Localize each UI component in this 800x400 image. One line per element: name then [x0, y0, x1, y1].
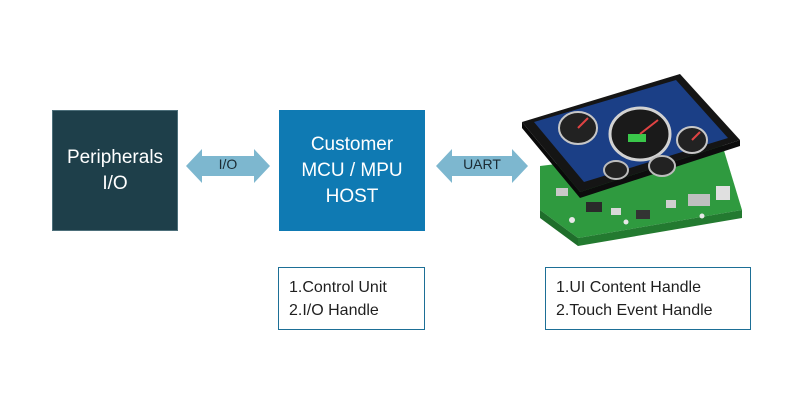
host-label-line1: Customer: [310, 133, 394, 155]
io-double-arrow: [186, 149, 270, 183]
peripherals-label-line2: I/O: [102, 172, 128, 194]
host-label-line3: HOST: [325, 185, 379, 207]
uart-arrow-label: UART: [463, 156, 501, 172]
uart-double-arrow: [436, 149, 528, 183]
display-note-item: 2.Touch Event Handle: [556, 302, 713, 319]
io-arrow-label: I/O: [218, 156, 238, 172]
host-note-item: 2.I/O Handle: [289, 302, 379, 319]
host-note-item: 1.Control Unit: [289, 279, 387, 296]
peripherals-label-line1: Peripherals: [66, 146, 164, 168]
host-notes-box: 1.Control Unit 2.I/O Handle: [278, 267, 425, 330]
peripherals-box: Peripherals I/O: [52, 110, 178, 231]
display-notes-box: 1.UI Content Handle 2.Touch Event Handle: [545, 267, 751, 330]
host-label-line2: MCU / MPU: [301, 159, 403, 181]
display-note-item: 1.UI Content Handle: [556, 279, 701, 296]
host-box: Customer MCU / MPU HOST: [279, 110, 425, 231]
smart-display-board-icon: [522, 74, 742, 246]
